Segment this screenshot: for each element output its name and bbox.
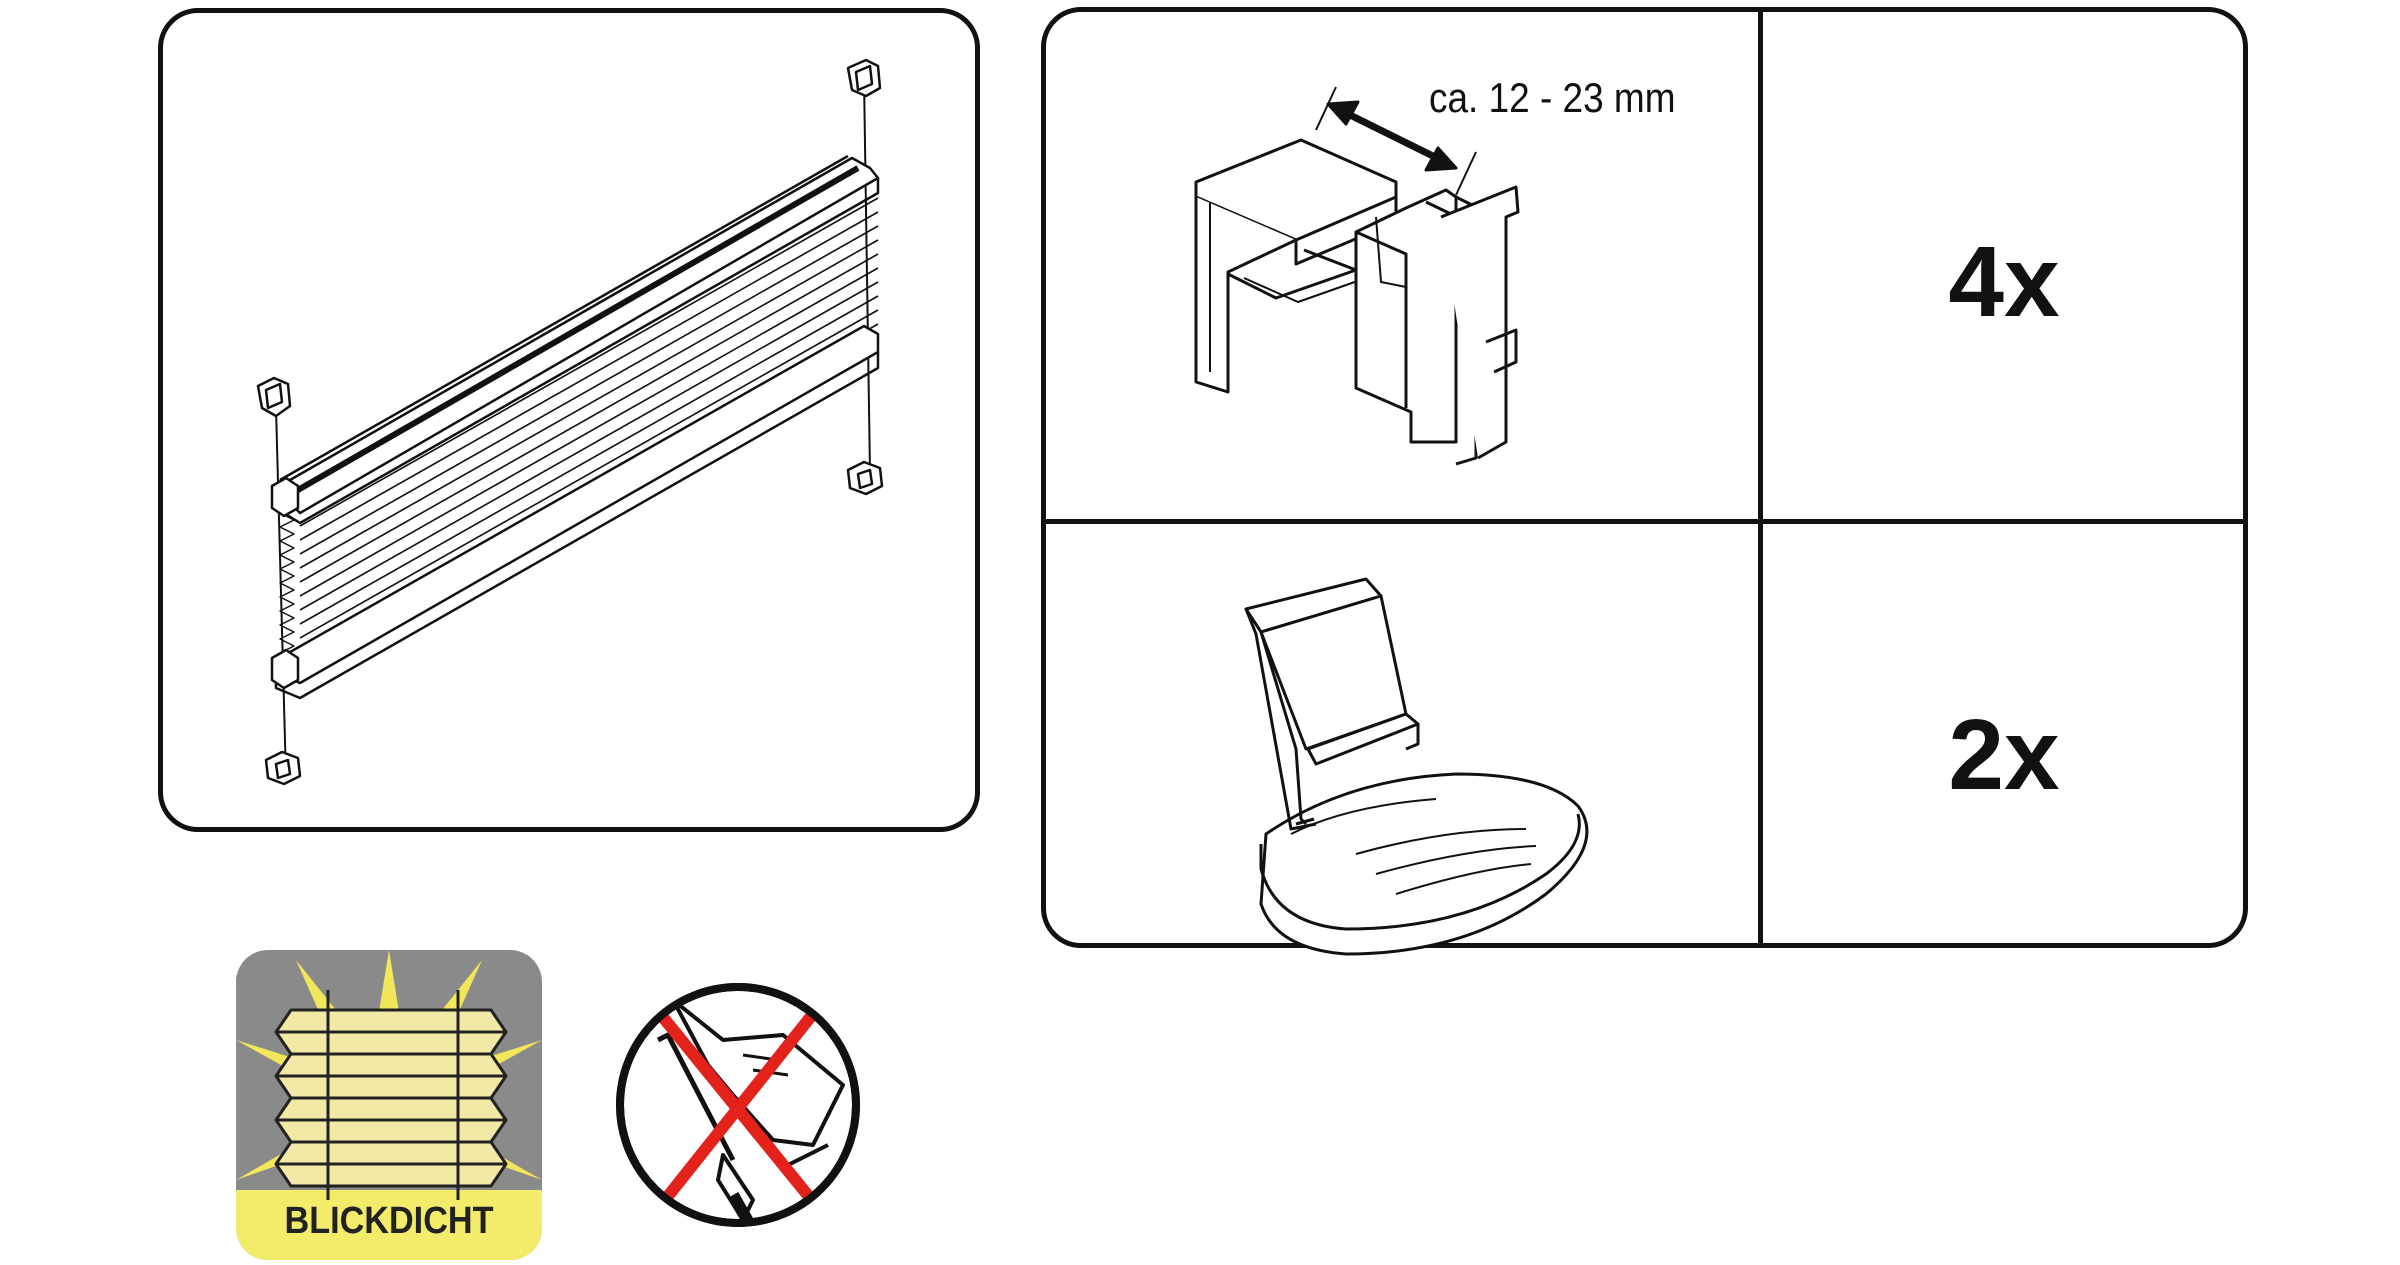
panel-divider-horizontal <box>1046 519 2243 524</box>
adhesive-holder-illustration <box>1244 577 1589 956</box>
screwdriver-icon <box>656 1032 736 1162</box>
adhesive-holder-quantity: 2x <box>1948 699 2060 811</box>
panel-divider-vertical <box>1758 12 1763 943</box>
badge-graphic <box>236 950 542 1260</box>
badge-label: BLICKDICHT <box>284 1200 494 1242</box>
clamp-bracket-illustration <box>1194 86 1520 466</box>
pleated-blind-illustration <box>256 58 884 786</box>
included-parts-panel: ca. 12 - 23 mm 4x 2x <box>1041 7 2248 956</box>
no-drilling-icon <box>616 983 860 1227</box>
product-illustration-panel <box>158 8 980 832</box>
clamp-range-measurement: ca. 12 - 23 mm <box>1429 74 1676 121</box>
blickdicht-badge: BLICKDICHT <box>236 950 542 1260</box>
clamp-bracket-quantity: 4x <box>1948 226 2060 338</box>
